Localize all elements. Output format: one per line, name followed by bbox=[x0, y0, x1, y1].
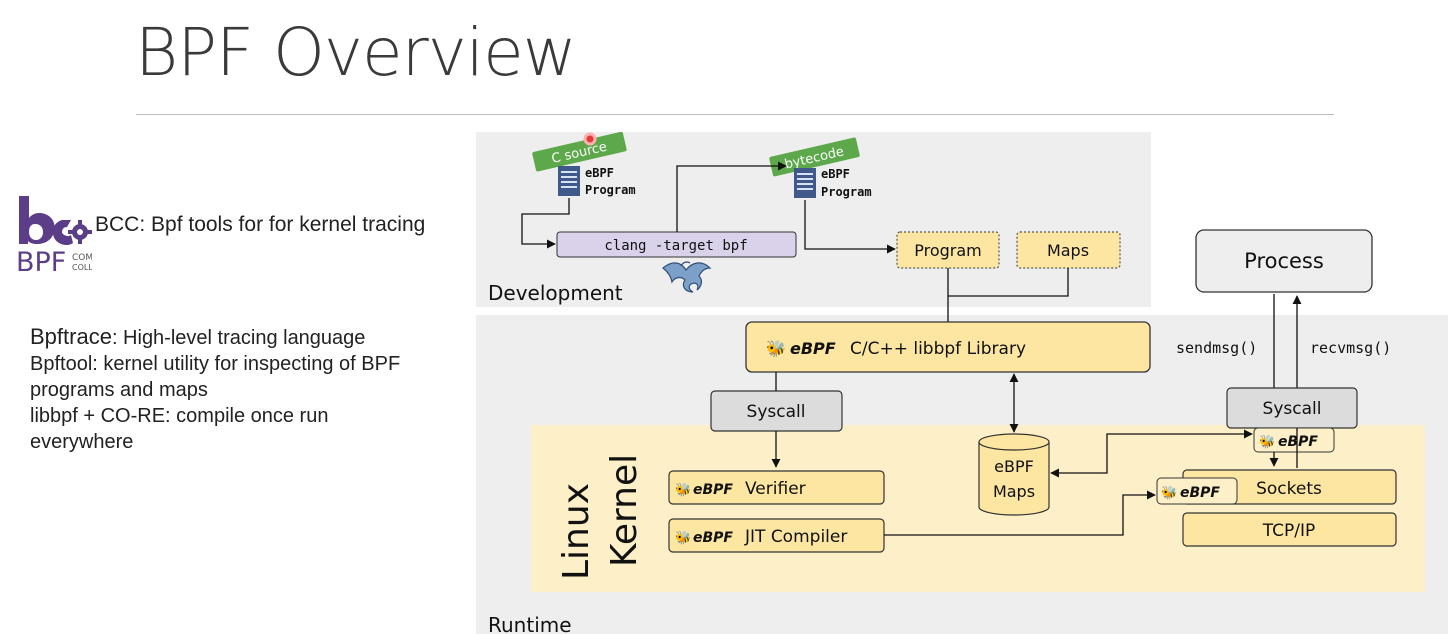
doc1-line2: Program bbox=[585, 183, 636, 197]
flow-source-to-clang bbox=[521, 198, 570, 249]
doc2-line2: Program bbox=[821, 185, 872, 199]
jit-label: JIT Compiler bbox=[744, 527, 847, 547]
ebpf-mark-jit: eBPF bbox=[693, 530, 733, 546]
bcc-logo: BPF COMPILER COLLECTION bbox=[16, 196, 92, 276]
page-title: BPF Overview bbox=[135, 14, 577, 91]
socket-ebpf-hook bbox=[1253, 427, 1335, 453]
sockets-label: Sockets bbox=[1256, 479, 1322, 499]
dragon-icon bbox=[662, 261, 712, 293]
recvmsg-label: recvmsg() bbox=[1310, 339, 1391, 357]
tools-line-rest: + CO-RE: compile once run bbox=[77, 405, 329, 427]
bcc-logo-word: BPF bbox=[16, 247, 66, 276]
libbpf-label: C/C++ libbpf Library bbox=[850, 339, 1026, 359]
tools-description: Bpftrace: High-level tracing language Bp… bbox=[30, 324, 470, 455]
title-divider bbox=[136, 114, 1334, 115]
flow-program-maps-to-libbpf bbox=[947, 268, 1069, 322]
flow-clang-to-bytecode bbox=[676, 161, 787, 232]
bcc-logo-sub1: COMPILER bbox=[72, 253, 92, 263]
ebpf-mark-sockets: eBPF bbox=[1180, 485, 1220, 501]
doc1-line1: eBPF bbox=[585, 166, 614, 180]
bcc-b-shape bbox=[19, 196, 55, 244]
bee-icon: 🐝 bbox=[1259, 434, 1275, 450]
gear-icon bbox=[68, 220, 92, 244]
tools-line-bold: libbpf bbox=[30, 405, 78, 427]
document-icon bbox=[794, 168, 816, 198]
bee-icon: 🐝 bbox=[1161, 485, 1177, 501]
flow-maps-hook bbox=[1050, 429, 1253, 478]
tools-line-rest: : kernel utility for inspecting of BPF bbox=[92, 353, 401, 375]
bcc-c-shape bbox=[52, 220, 73, 245]
bee-icon: 🐝 bbox=[675, 530, 691, 546]
tools-line-bpftrace: Bpftrace: High-level tracing language bbox=[30, 324, 470, 351]
bcc-logo-sub2: COLLECTION bbox=[72, 263, 92, 272]
ebpf-maps-line2: Maps bbox=[993, 482, 1035, 501]
libbpf-box bbox=[745, 321, 1151, 373]
bcc-description: BCC: Bpf tools for for kernel tracing bbox=[95, 213, 426, 236]
bee-icon: 🐝 bbox=[675, 482, 691, 498]
pointer-dot-icon bbox=[583, 132, 597, 146]
document-icon bbox=[558, 166, 580, 196]
doc2-line1: eBPF bbox=[821, 167, 850, 181]
tools-line-rest: : High-level tracing language bbox=[111, 327, 366, 349]
ebpf-mark-verifier: eBPF bbox=[693, 482, 733, 498]
tools-line-libbpf: libbpf + CO-RE: compile once run bbox=[30, 403, 470, 429]
program-box bbox=[896, 231, 1000, 269]
tcpip-label: TCP/IP bbox=[1262, 521, 1316, 541]
maps-box-label: Maps bbox=[1047, 241, 1089, 260]
ebpf-mark-hook: eBPF bbox=[1278, 434, 1318, 450]
syscall-left-label: Syscall bbox=[747, 402, 806, 422]
verifier-label: Verifier bbox=[745, 479, 806, 499]
kernel-label-linux: Linux bbox=[556, 483, 597, 580]
development-label: Development bbox=[488, 281, 623, 305]
tools-line-bold: Bpftrace bbox=[30, 324, 112, 349]
syscall-right-label: Syscall bbox=[1263, 399, 1322, 419]
clang-command: clang -target bpf bbox=[604, 238, 747, 254]
sockets-ebpf-hook bbox=[1156, 477, 1238, 505]
ebpf-maps-line1: eBPF bbox=[994, 457, 1034, 476]
tools-line-continuation: programs and maps bbox=[30, 377, 470, 403]
process-box-label: Process bbox=[1244, 249, 1324, 273]
bee-icon: 🐝 bbox=[766, 339, 786, 358]
sendmsg-label: sendmsg() bbox=[1176, 339, 1257, 357]
tcpip-box bbox=[1182, 512, 1397, 547]
ebpf-maps-cylinder bbox=[978, 433, 1050, 516]
flow-bytecode-to-program bbox=[804, 200, 896, 254]
program-box-label: Program bbox=[914, 241, 982, 260]
ebpf-mark-libbpf: eBPF bbox=[790, 339, 836, 358]
verifier-box bbox=[668, 470, 885, 505]
tools-line-bold: Bpftool bbox=[30, 353, 93, 375]
runtime-label: Runtime bbox=[488, 613, 572, 634]
kernel-label-kernel: Kernel bbox=[604, 454, 645, 567]
tools-line-continuation: everywhere bbox=[30, 429, 470, 455]
flow-jit-to-sockets bbox=[884, 490, 1156, 536]
kernel-panel bbox=[531, 425, 1425, 592]
process-box bbox=[1195, 229, 1373, 293]
tools-line-bpftool: Bpftool: kernel utility for inspecting o… bbox=[30, 351, 470, 377]
tools-line-rest: programs and maps bbox=[30, 379, 208, 401]
tools-line-rest: everywhere bbox=[30, 431, 134, 453]
